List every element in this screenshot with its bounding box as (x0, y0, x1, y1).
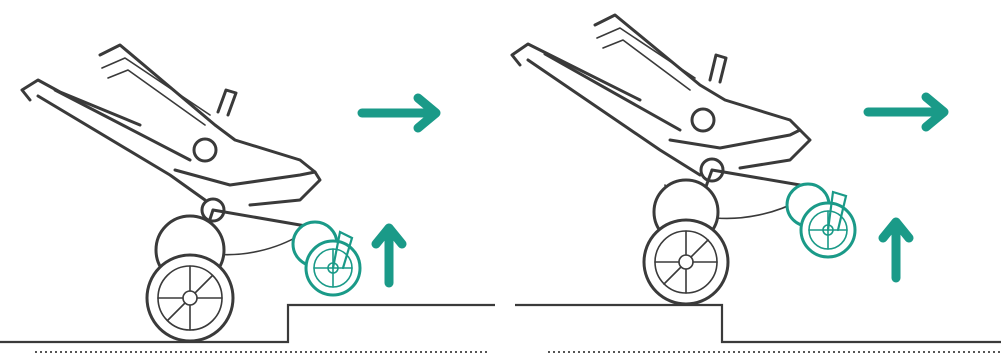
arrow-right-icon (868, 97, 944, 127)
arrow-up-icon (883, 222, 909, 278)
arrow-up-icon (376, 228, 402, 283)
rear-wheel (644, 220, 728, 304)
seat-canopy (597, 28, 695, 90)
front-wheels-lifted (787, 184, 855, 257)
front-wheels-lifted (293, 222, 360, 295)
panel-left (0, 45, 495, 352)
seat-base (670, 130, 810, 168)
ground-line-left (0, 305, 495, 342)
bumper-post (218, 90, 236, 115)
seat-base (175, 170, 320, 205)
rear-wheel (147, 255, 233, 341)
stroller-left (22, 45, 360, 341)
bumper-post (710, 55, 726, 82)
arrow-right-icon (362, 98, 436, 128)
frame-hinge (194, 139, 216, 161)
frame-hinge (692, 109, 714, 131)
ground-line-right (515, 305, 1001, 342)
panel-right (512, 15, 1001, 352)
stroller-right (512, 15, 855, 304)
push-handle-frame (528, 54, 700, 175)
